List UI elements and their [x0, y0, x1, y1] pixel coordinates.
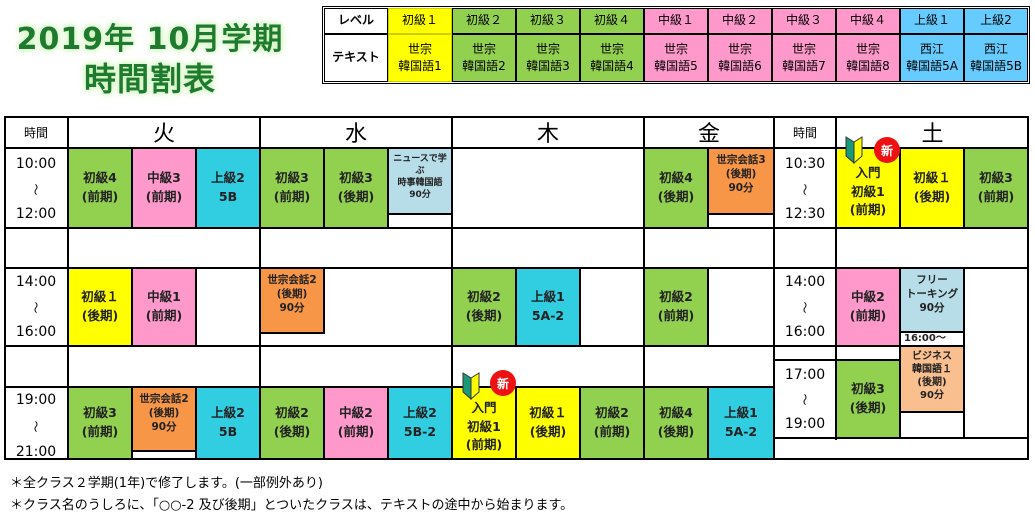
class-cell[interactable]: 初級3 (前期): [67, 386, 133, 460]
class-cell[interactable]: 世宗会話3 (後期) 90分: [707, 147, 775, 215]
time-slot-1: 10:00〜12:00: [15, 156, 57, 222]
header-time-saturday: 時間: [792, 125, 817, 140]
class-cell[interactable]: 初級3 (前期): [259, 147, 325, 229]
legend-textbook: 世宗 韓国語8: [836, 34, 900, 82]
legend-textbook: 世宗 韓国語7: [772, 34, 836, 82]
class-cell[interactable]: 上級2 5B: [195, 147, 261, 229]
legend-level: 中級２: [708, 8, 772, 34]
class-cell[interactable]: 初級2 (前期): [643, 267, 709, 347]
class-cell[interactable]: 入門 初級1 (前期): [835, 147, 901, 229]
class-cell[interactable]: 上級1 5A-2: [707, 386, 775, 460]
beginner-mark-icon: [462, 372, 480, 400]
legend-level: 中級３: [772, 8, 836, 34]
header-wednesday: 水: [344, 122, 367, 147]
class-cell[interactable]: 初級4 (前期): [67, 147, 133, 229]
class-cell[interactable]: 初級2 (前期): [579, 386, 645, 460]
legend-textbook: 世宗 韓国語1: [388, 34, 452, 82]
legend-textbook: 西江 韓国語5A: [900, 34, 964, 82]
legend-textbook: 西江 韓国語5B: [964, 34, 1028, 82]
legend-textbook: 世宗 韓国語3: [516, 34, 580, 82]
class-cell[interactable]: 初級2 (後期): [451, 267, 517, 347]
class-cell[interactable]: ビジネス 韓国語１ (後期) 90分: [899, 345, 965, 413]
beginner-mark-icon: [845, 136, 863, 164]
class-cell[interactable]: 上級1 5A-2: [515, 267, 581, 347]
legend-level: 初級４: [580, 8, 644, 34]
legend-level: 初級３: [516, 8, 580, 34]
class-cell[interactable]: 初級１ (後期): [899, 147, 965, 229]
new-badge: 新: [490, 370, 516, 396]
legend-level: 初級１: [388, 8, 452, 34]
sat-time-slot-2: 14:00〜16:00: [784, 274, 826, 340]
class-cell[interactable]: 初級3 (前期): [963, 147, 1029, 229]
class-cell[interactable]: 初級１ (後期): [67, 267, 133, 347]
class-cell[interactable]: 中級2 (前期): [323, 386, 389, 460]
new-badge: 新: [874, 137, 900, 163]
legend-level: 上級１: [900, 8, 964, 34]
class-cell[interactable]: 世宗会話2 (後期) 90分: [131, 386, 197, 452]
class-cell[interactable]: 初級１ (後期): [515, 386, 581, 460]
legend-level-label: レベル: [324, 8, 388, 34]
legend-textbook: 世宗 韓国語6: [708, 34, 772, 82]
class-cell[interactable]: 初級4 (後期): [643, 147, 709, 229]
class-cell[interactable]: ニュースで学ぶ 時事韓国語 90分: [387, 147, 453, 215]
title-timetable: 時間割表: [83, 60, 216, 98]
legend-textbook: 世宗 韓国語2: [452, 34, 516, 82]
class-cell[interactable]: フリー トーキング 90分: [899, 267, 965, 333]
time-slot-3: 19:00〜21:00: [15, 392, 57, 460]
class-cell[interactable]: 中級2 (前期): [835, 267, 901, 347]
header-tuesday: 火: [152, 122, 175, 147]
class-cell[interactable]: 初級3 (後期): [835, 359, 901, 439]
legend-level: 初級２: [452, 8, 516, 34]
legend-text-label: テキスト: [324, 34, 388, 82]
header-time: 時間: [23, 125, 48, 140]
title-term: 2019年 10月学期: [16, 22, 284, 57]
header-thursday: 木: [536, 122, 559, 147]
class-cell[interactable]: 初級3 (後期): [323, 147, 389, 229]
empty-cell: [899, 411, 965, 439]
legend-level: 中級４: [836, 8, 900, 34]
note-mid-text: ＊クラス名のうしろに、「○○-2 及び後期」とついたクラスは、テキストの途中から…: [10, 498, 574, 513]
class-cell[interactable]: 中級1 (前期): [131, 267, 197, 347]
sat-time-slot-3: 17:00〜19:00: [784, 367, 826, 432]
class-cell[interactable]: 世宗会話2 (後期) 90分: [259, 267, 325, 334]
sat-time-slot-1: 10:30〜12:30: [784, 156, 826, 222]
class-cell[interactable]: 上級2 5B: [195, 386, 261, 460]
class-cell[interactable]: 中級3 (前期): [131, 147, 197, 229]
class-cell[interactable]: 入門 初級1 (前期): [451, 386, 517, 460]
legend-level: 中級１: [644, 8, 708, 34]
note-completion: ＊全クラス２学期(1年)で修了します。(一部例外あり): [10, 476, 323, 491]
header-friday: 金: [697, 122, 720, 147]
legend-textbook: 世宗 韓国語4: [580, 34, 644, 82]
class-cell[interactable]: 初級2 (後期): [259, 386, 325, 460]
legend-level: 上級2: [964, 8, 1028, 34]
class-cell[interactable]: 初級4 (後期): [643, 386, 709, 460]
legend-textbook: 世宗 韓国語5: [644, 34, 708, 82]
header-saturday: 土: [921, 122, 944, 147]
time-slot-2: 14:00〜16:00: [15, 274, 57, 340]
class-cell[interactable]: 上級2 5B-2: [387, 386, 453, 460]
